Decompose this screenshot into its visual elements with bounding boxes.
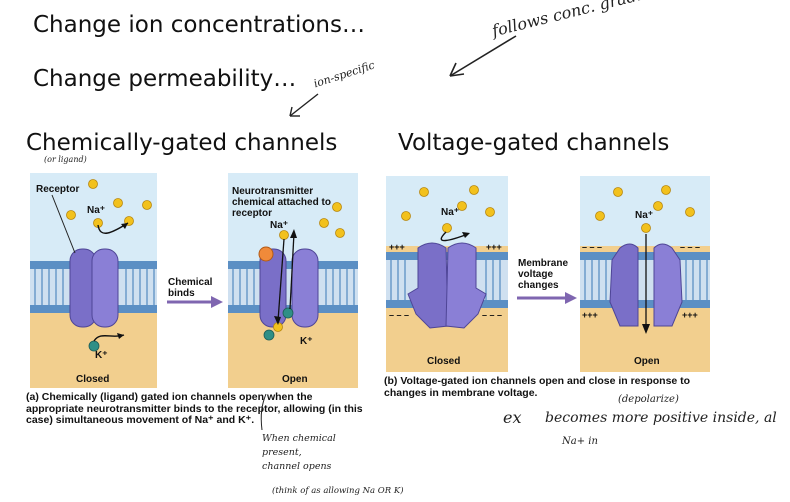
label-open-volt: Open (634, 356, 660, 367)
caption-voltage: (b) Voltage-gated ion channels open and … (384, 375, 691, 399)
section-title-chemical: Chemically-gated channels (26, 130, 338, 156)
label-chemical-binds: Chemical binds (168, 277, 213, 299)
svg-text:– – –: – – – (482, 310, 502, 320)
header-line-permeability: Change permeability… (33, 66, 297, 92)
label-na-volt-open: Na⁺ (635, 210, 654, 221)
label-na-chem-closed: Na⁺ (87, 205, 106, 216)
note-depolarize: (depolarize) (618, 394, 679, 405)
label-k-chem-closed: K⁺ (95, 350, 108, 361)
note-or-ligand: (or ligand) (44, 155, 87, 164)
arrow-down-left-icon (289, 93, 319, 117)
label-open-chem: Open (282, 374, 308, 385)
chem-closed-panel (30, 173, 157, 388)
label-closed-chem: Closed (76, 374, 110, 385)
note-ex: ex (503, 408, 522, 427)
chem-open-panel (228, 173, 358, 388)
svg-text:– – –: – – – (680, 242, 700, 252)
note-when-chemical: When chemical present, channel opens (262, 433, 336, 472)
svg-text:+++: +++ (582, 310, 598, 320)
arrow-right-volt-icon (517, 292, 577, 304)
handwritten-pointer-line (260, 393, 267, 431)
label-closed-volt: Closed (427, 356, 461, 367)
label-neurotransmitter: Neurotransmitter chemical attached to re… (232, 186, 331, 219)
volt-closed-panel: +++ +++ – – – – – – (386, 176, 508, 372)
note-becomes-positive: becomes more positive inside, al (545, 410, 777, 426)
note-think-of: (think of as allowing Na OR K) (272, 486, 404, 496)
svg-text:+++: +++ (486, 242, 502, 252)
svg-text:+++: +++ (682, 310, 698, 320)
arrow-right-icon (167, 296, 223, 308)
label-receptor: Receptor (36, 184, 80, 195)
note-na-in: Na+ in (562, 436, 598, 447)
label-na-chem-open: Na⁺ (270, 220, 289, 231)
note-ion-specific: ion-specific (312, 58, 377, 91)
arrow-left-icon (449, 35, 517, 77)
label-membrane-voltage: Membrane voltage changes (518, 258, 569, 291)
svg-text:– – –: – – – (582, 242, 602, 252)
header-line-concentrations: Change ion concentrations… (33, 12, 365, 38)
caption-chemical: (a) Chemically (ligand) gated ion channe… (26, 391, 363, 426)
volt-open-panel: – – – – – – +++ +++ (580, 176, 710, 372)
svg-text:– – –: – – – (389, 310, 409, 320)
label-na-volt-closed: Na⁺ (441, 207, 460, 218)
label-k-chem-open: K⁺ (300, 336, 313, 347)
svg-text:+++: +++ (389, 242, 405, 252)
section-title-voltage: Voltage-gated channels (398, 130, 670, 156)
